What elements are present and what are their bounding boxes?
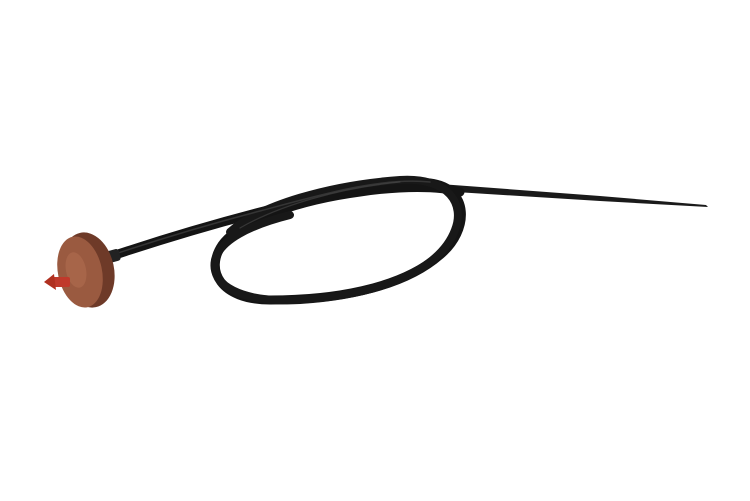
emitter [57,232,115,308]
emitter-barb [44,274,70,290]
stake [440,184,708,207]
tube [107,175,466,305]
